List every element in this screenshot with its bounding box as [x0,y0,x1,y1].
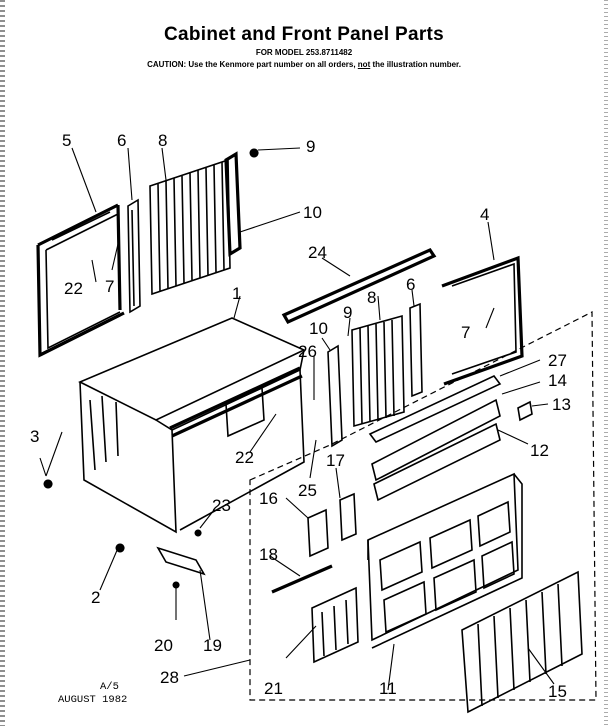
callout-15: 15 [548,682,567,701]
page-code: A/5 [100,681,119,693]
page-title: Cabinet and Front Panel Parts [163,24,445,45]
caution-line: CAUTION: Use the Kenmore part number on … [0,60,608,69]
callout-17: 17 [326,451,345,470]
callout-10: 10 [303,203,322,222]
part-10-strip [224,151,242,257]
callout-13: 13 [552,395,571,414]
scan-edge-left [0,0,5,726]
part-11-front-panel [367,472,523,649]
part-23-screw [194,529,202,537]
part-15-filter [461,570,583,714]
callout-22: 22 [64,279,83,298]
part-4-side-frame [441,255,524,386]
callout-24: 24 [308,243,327,262]
callout-14: 14 [548,371,567,390]
callout-12: 12 [530,441,549,460]
callout-6: 6 [117,131,126,150]
callout-1: 1 [232,284,241,303]
part-14-rail [371,398,501,482]
model-line: FOR MODEL 253.8711482 [255,48,353,57]
callout-20: 20 [154,636,173,655]
part-21-panel [311,586,359,664]
callout-28: 28 [160,668,179,687]
callout-5: 5 [62,131,71,150]
callout-9-right: 9 [343,303,352,322]
callout-8-right: 8 [367,288,376,307]
callout-11: 11 [379,679,397,698]
part-3-screw [43,479,53,489]
callout-16: 16 [259,489,278,508]
callout-26: 26 [298,342,317,361]
scan-edge-right [604,0,608,726]
part-6-strip-right [409,302,423,398]
callout-4: 4 [480,205,489,224]
caution-suffix: the illustration number. [372,60,461,69]
callout-7: 7 [105,277,114,296]
callout-10-right: 10 [309,319,328,338]
part-8-louver-panel-right [351,314,405,428]
part-12-rail [373,422,501,502]
callout-23: 23 [212,496,231,515]
part-17-bracket [339,492,357,542]
callout-8: 8 [158,131,167,150]
callout-7-right: 7 [461,323,470,342]
part-20-screw [172,581,180,589]
caution-not: not [357,60,371,69]
part-24-top-strip [281,247,437,325]
callout-9: 9 [306,137,315,156]
part-10-strip-right [327,344,343,448]
part-1-cabinet [78,317,306,534]
callout-3: 3 [30,427,39,446]
part-16-bracket [307,508,329,558]
part-2-screw [115,543,125,553]
callout-19: 19 [203,636,222,655]
part-9-screw [249,148,259,158]
part-8-louver-panel [149,158,231,296]
part-19-bracket [156,546,206,576]
part-6-side-strip [127,198,141,314]
front-panel-group-boundary [249,311,597,701]
part-18-bar [271,564,333,594]
part-27-rail [368,374,502,444]
callout-27: 27 [548,351,567,370]
callout-18: 18 [259,545,278,564]
callout-2: 2 [91,588,100,607]
callout-22-lower: 22 [235,448,254,467]
callout-25: 25 [298,481,317,500]
caution-prefix: CAUTION: Use the Kenmore part number on … [147,60,356,69]
callout-6-right: 6 [406,275,415,294]
print-date: AUGUST 1982 [58,694,128,706]
callout-21: 21 [264,679,283,698]
part-5-side-frame [36,203,125,358]
